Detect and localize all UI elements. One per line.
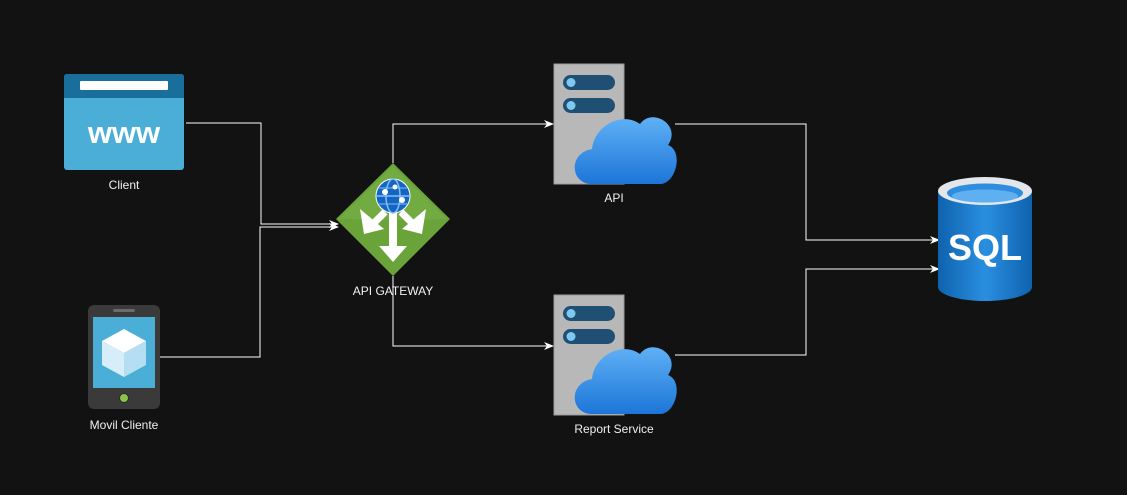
api-gateway-label: API GATEWAY bbox=[352, 284, 434, 298]
mobile-app-icon[interactable] bbox=[88, 305, 160, 409]
connectors bbox=[160, 120, 940, 358]
mobile-client-label: Movil Cliente bbox=[89, 418, 159, 432]
client-label: Client bbox=[108, 178, 140, 192]
edge-gateway-to-api bbox=[392, 120, 554, 163]
sql-glyph: SQL bbox=[948, 227, 1022, 268]
cloud-server-icon[interactable] bbox=[553, 63, 677, 185]
edge-client-to-gateway bbox=[186, 122, 339, 228]
cube-icon bbox=[102, 329, 146, 377]
globe-icon bbox=[375, 178, 411, 214]
edge-api-to-database bbox=[675, 123, 940, 244]
sql-database-icon[interactable]: SQL bbox=[938, 177, 1032, 301]
edge-gateway-to-report bbox=[392, 276, 554, 350]
api-gateway-icon[interactable] bbox=[336, 163, 450, 276]
report-service-label: Report Service bbox=[574, 422, 654, 436]
api-label: API bbox=[604, 191, 624, 205]
web-browser-icon[interactable]: www bbox=[64, 74, 184, 170]
edge-mobile-to-gateway bbox=[160, 223, 339, 358]
cloud-server-icon[interactable] bbox=[553, 294, 677, 416]
www-glyph: www bbox=[87, 115, 161, 150]
edge-report-to-database bbox=[675, 265, 940, 356]
